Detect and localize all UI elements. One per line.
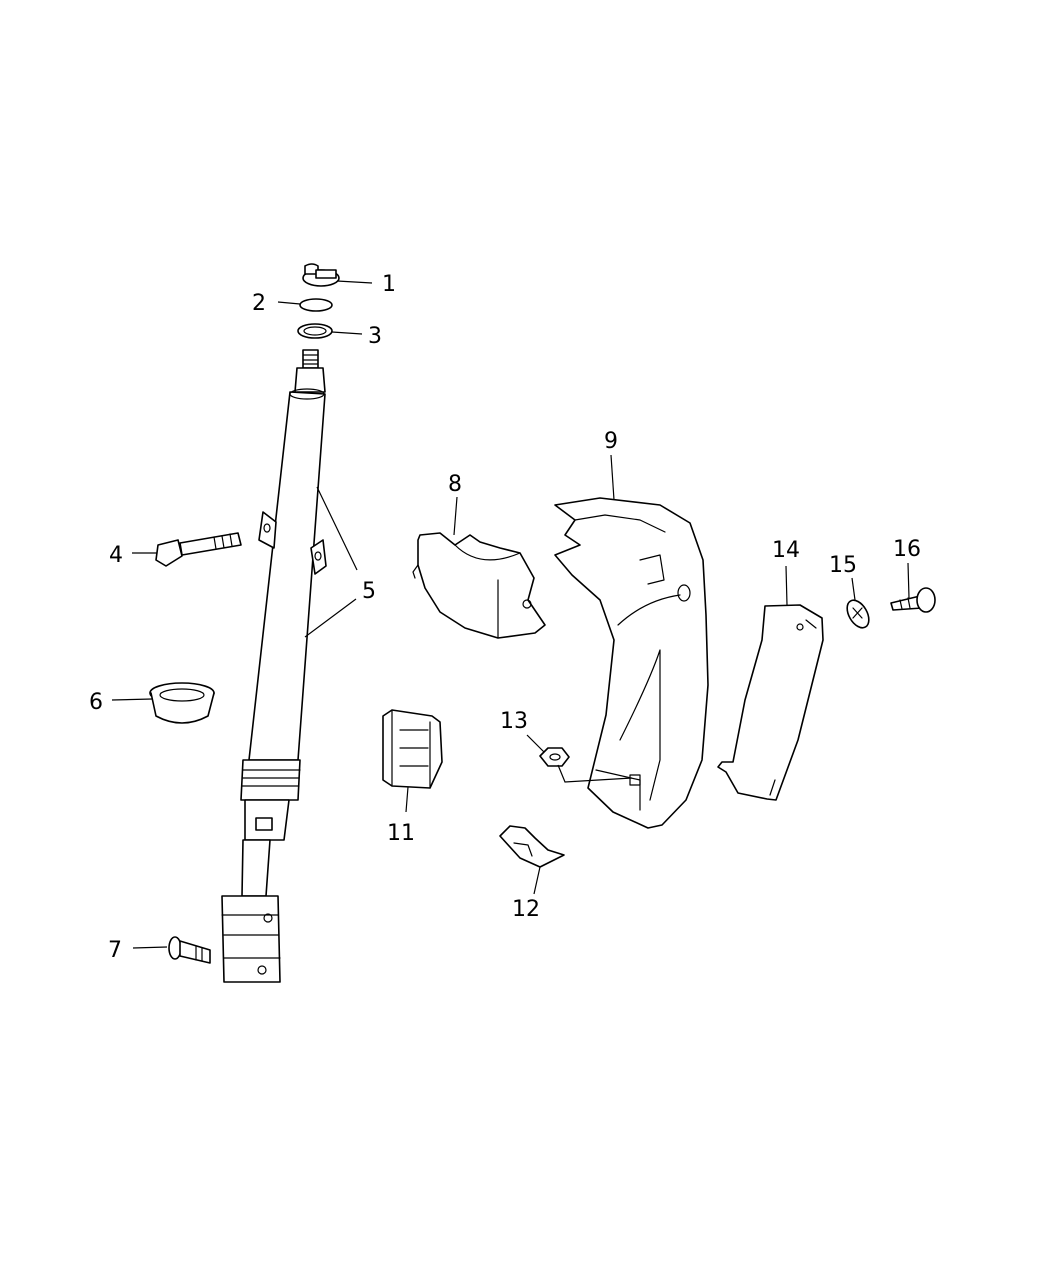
part-16-push-pin [890,587,936,613]
callout-7: 7 [108,938,122,963]
callout-13: 13 [500,709,528,734]
leader-lines [111,280,910,949]
callout-9: 9 [604,429,618,454]
callout-8: 8 [448,472,462,497]
part-6-grommet [149,682,215,724]
callout-1: 1 [382,272,396,297]
part-12-bracket-clip [499,825,565,868]
callout-2: 2 [252,291,266,316]
callout-4: 4 [109,543,123,568]
part-9-lower-shroud [554,497,709,829]
part-14-access-panel [717,604,824,801]
part-2-washer [299,298,333,312]
part-5-steering-shaft [221,349,327,983]
part-15-retainer [846,599,870,629]
part-4-bolt [155,532,242,567]
callout-11: 11 [387,821,415,846]
part-7-bolt [168,936,211,964]
part-11-clip [382,709,443,789]
callout-6: 6 [89,690,103,715]
callout-12: 12 [512,897,540,922]
part-3-ring [297,323,333,339]
callout-15: 15 [829,553,857,578]
callout-3: 3 [368,324,382,349]
part-1-cap-nut [302,263,340,287]
part-13-nut [539,747,570,767]
callout-labels: 1 2 3 4 5 6 7 8 9 11 12 13 14 15 16 [89,272,921,963]
part-8-upper-shroud [412,532,546,639]
callout-16: 16 [893,537,921,562]
callout-5: 5 [362,579,376,604]
callout-14: 14 [772,538,800,563]
